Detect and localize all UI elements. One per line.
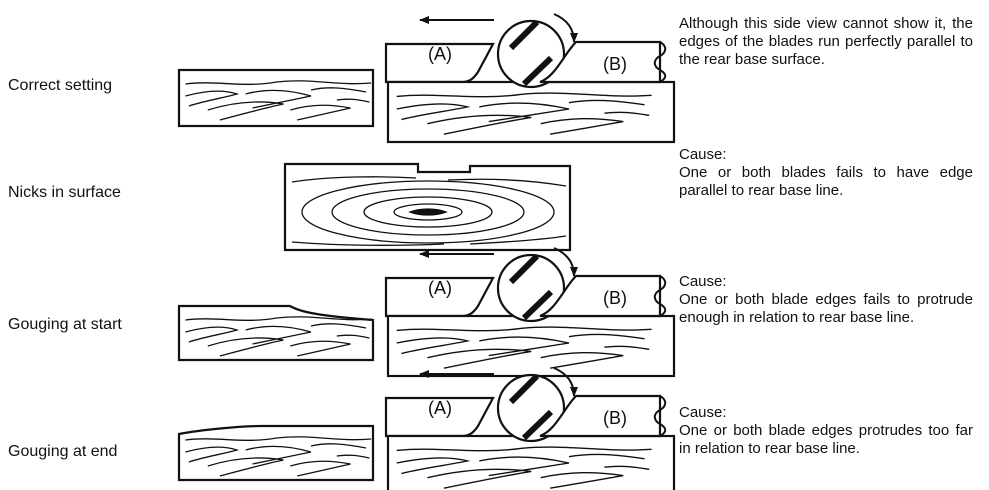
nicked-board <box>283 162 572 252</box>
label-gouging-at-start: Gouging at start <box>8 316 122 333</box>
gouged-end-board <box>177 424 375 482</box>
desc-text: One or both blade edges fails to protrud… <box>679 291 973 326</box>
desc-text: One or both blade edges protrudes too fa… <box>679 422 973 457</box>
tag-b: (B) <box>603 288 627 308</box>
tag-b: (B) <box>603 408 627 428</box>
label-nicks-in-surface: Nicks in surface <box>8 184 121 201</box>
cause-heading: Cause: <box>679 273 727 290</box>
gouged-start-board <box>177 304 375 362</box>
label-gouging-at-end: Gouging at end <box>8 443 118 460</box>
tag-b: (B) <box>603 54 627 74</box>
board-end-grain <box>291 176 567 246</box>
desc-gouging-at-start: Cause: One or both blade edges fails to … <box>679 273 973 327</box>
tag-a: (A) <box>428 398 452 418</box>
cause-heading: Cause: <box>679 146 727 163</box>
desc-text: One or both blades fails to have edge pa… <box>679 164 973 199</box>
row-gouging-at-start: (A) (B) <box>177 248 674 376</box>
finished-board <box>177 68 375 128</box>
row-correct-setting: (A) (B) <box>177 14 674 142</box>
tag-a: (A) <box>428 278 452 298</box>
row-gouging-at-end: (A) (B) <box>177 368 674 490</box>
row-nicks-in-surface <box>283 162 572 252</box>
desc-correct-setting: Although this side view cannot show it, … <box>679 15 973 69</box>
desc-text: Although this side view cannot show it, … <box>679 15 973 68</box>
desc-nicks-in-surface: Cause: One or both blades fails to have … <box>679 146 973 200</box>
cause-heading: Cause: <box>679 404 727 421</box>
label-correct-setting: Correct setting <box>8 77 113 94</box>
tag-a: (A) <box>428 44 452 64</box>
desc-gouging-at-end: Cause: One or both blade edges protrudes… <box>679 404 973 458</box>
